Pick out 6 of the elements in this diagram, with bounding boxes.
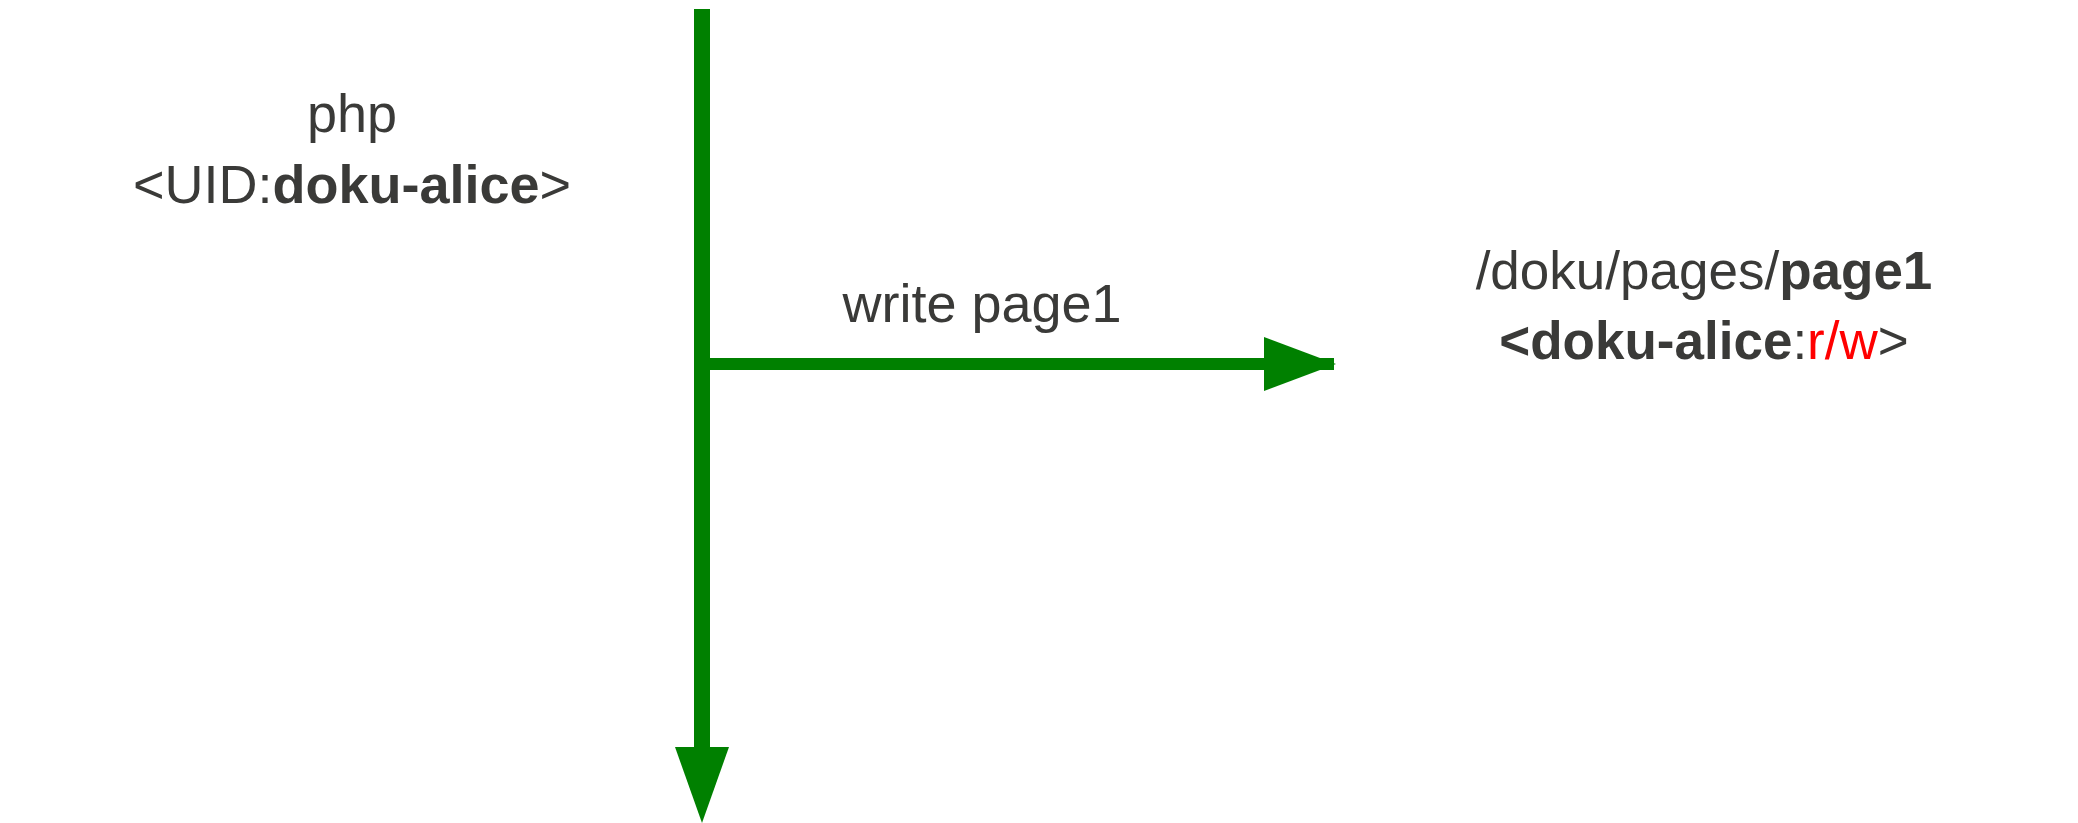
- arrow: [710, 337, 1336, 391]
- node-text: <UID:doku-alice>: [132, 153, 572, 217]
- node-text: /doku/pages/page1: [1475, 240, 1933, 302]
- node-text: <doku-alice:r/w>: [1499, 309, 1909, 372]
- node-text: php: [306, 82, 398, 145]
- edge-label: write page1: [842, 272, 1122, 334]
